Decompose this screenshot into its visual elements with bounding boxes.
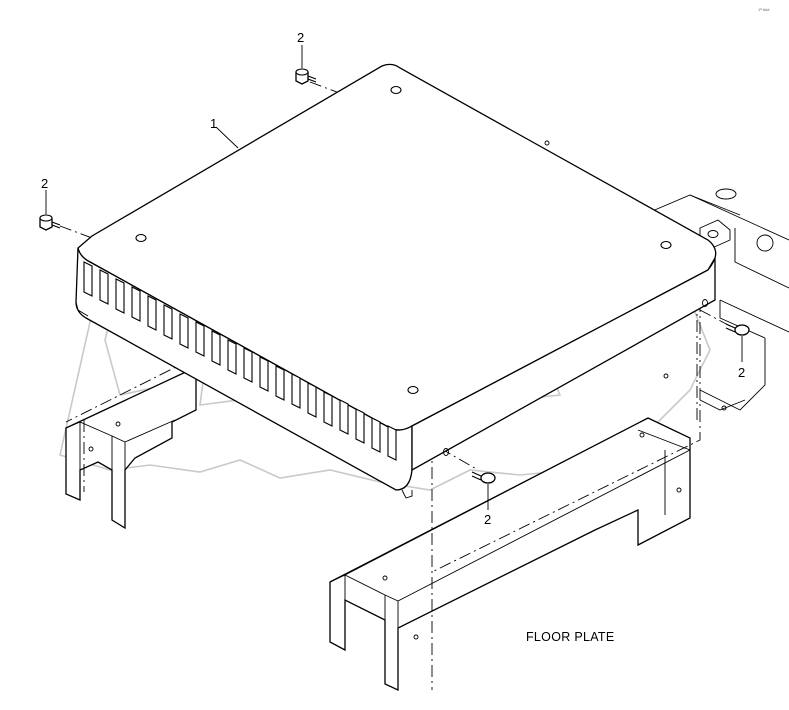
screw-left bbox=[39, 214, 61, 231]
mounting-hole bbox=[135, 233, 147, 243]
u-channel-bracket-left bbox=[65, 369, 197, 530]
mounting-hole bbox=[407, 385, 419, 395]
corner-mark: 1ª ### bbox=[758, 7, 770, 12]
louver-slots bbox=[83, 261, 397, 461]
center-lines bbox=[59, 81, 731, 690]
screw-top bbox=[295, 68, 317, 85]
screw-bottom bbox=[471, 471, 496, 484]
callout-screw-left: 2 bbox=[41, 176, 48, 191]
screw-right bbox=[725, 323, 750, 336]
mounting-hole bbox=[390, 85, 402, 95]
callout-cover: 1 bbox=[210, 116, 217, 131]
leader-lines bbox=[45, 45, 743, 510]
callout-screw-bottom: 2 bbox=[484, 512, 491, 527]
callout-screw-top: 2 bbox=[297, 30, 304, 45]
callout-screw-right: 2 bbox=[738, 365, 745, 380]
floor-plate-label: FLOOR PLATE bbox=[526, 630, 615, 644]
louvered-cover bbox=[75, 63, 717, 499]
u-channel-bracket-right bbox=[329, 417, 691, 692]
mounting-hole bbox=[660, 240, 672, 250]
